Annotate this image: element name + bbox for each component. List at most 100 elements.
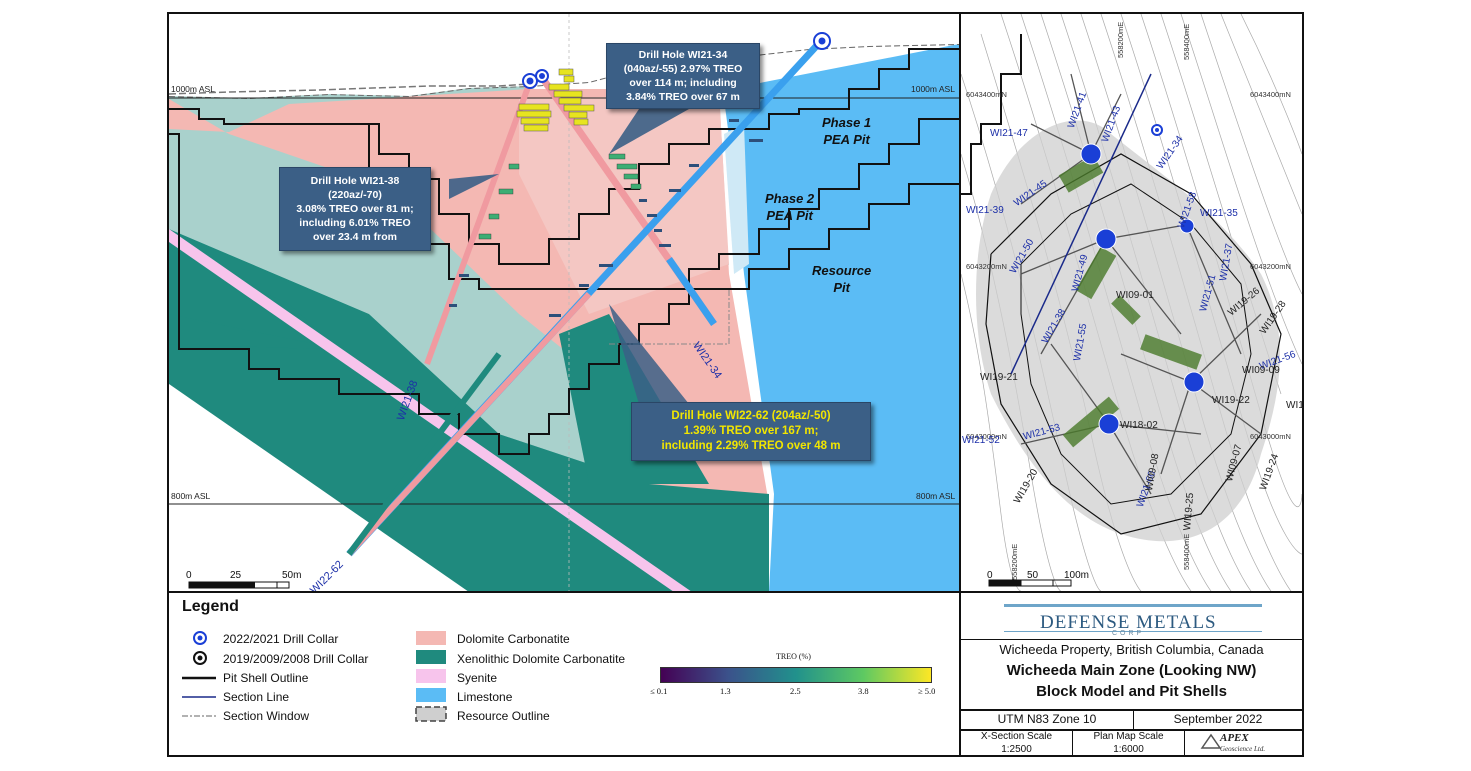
callout-pointer-wi21-38	[449, 174, 499, 199]
apex-logo-icon	[1200, 733, 1222, 749]
pit-shell-phase1	[169, 48, 959, 265]
colorbar-tick-3: 3.8	[858, 686, 869, 696]
grid-label-e1b: 558200mE	[1010, 543, 1019, 580]
plan-hole-wi09-01: WI09-01	[1116, 290, 1154, 301]
pit-shell-resource	[169, 133, 959, 455]
property-name: Wicheeda Property, British Columbia, Can…	[999, 642, 1264, 657]
plan-scale-50: 50	[1027, 570, 1039, 581]
grid-label-n1b: 6043400mN	[1250, 90, 1291, 99]
colorbar-tick-4: ≥ 5.0	[918, 686, 936, 696]
plan-hole-wi09-09: WI09-09	[1242, 365, 1280, 376]
plan-scale-bar	[988, 579, 1072, 587]
plan-hole-wi19-21: WI19-21	[980, 372, 1018, 383]
legend-swatches-right	[415, 631, 447, 722]
colorbar-tick-2: 2.5	[790, 686, 801, 696]
legend-symbols-left	[182, 631, 216, 717]
grid-label-n1: 6043400mN	[966, 90, 1007, 99]
drill-trace-wi21-38	[424, 77, 534, 366]
plan-hole-wi21-47: WI21-47	[990, 128, 1028, 139]
company-sub: CORP	[1112, 630, 1145, 637]
legend-title: Legend	[182, 598, 239, 615]
treo-bars-collar	[516, 68, 595, 132]
map-title-1: Wicheeda Main Zone (Looking NW)	[1006, 662, 1257, 679]
tb-vline-2	[1072, 729, 1073, 757]
asl-label-800-left: 800m ASL	[171, 491, 211, 501]
colorbar-tick-1: 1.3	[720, 686, 731, 696]
map-title-2: Block Model and Pit Shells	[1036, 683, 1227, 700]
plan-scale-value: 1:6000	[1113, 744, 1144, 755]
callout-pointer-wi21-34	[609, 109, 689, 154]
drill-trace-wi21-34-blue	[666, 257, 717, 326]
plan-hole-wi21-52: WI21-52	[962, 435, 1000, 446]
plan-scale-100m: 100m	[1064, 570, 1090, 581]
plan-scale-0: 0	[987, 570, 993, 581]
asl-label-1000-left: 1000m ASL	[171, 84, 215, 94]
legend-limestone: Limestone	[457, 690, 513, 704]
legend-syenite: Syenite	[457, 671, 498, 685]
asl-label-800-right: 800m ASL	[916, 491, 956, 501]
company-logo-bar-bottom	[1004, 631, 1262, 632]
section-scale-50m: 50m	[282, 570, 302, 581]
resource-footprint	[976, 120, 1280, 542]
section-scale-bar	[188, 581, 290, 589]
plan-pit-shell	[961, 34, 1022, 195]
tb-line-3	[961, 729, 1302, 731]
legend-pit-shell: Pit Shell Outline	[223, 671, 309, 685]
plan-collars	[1080, 143, 1205, 435]
tb-vline-1	[1133, 709, 1134, 729]
bottom-divider	[169, 591, 1302, 593]
plan-section-line	[1010, 73, 1152, 375]
grid-label-e2: 558400mE	[1182, 23, 1191, 60]
legend-section-window: Section Window	[223, 709, 310, 723]
grid-label-n3b: 6043000mN	[1250, 432, 1291, 441]
xsec-scale-value: 1:2500	[1001, 744, 1032, 755]
grid-label-n2: 6043200mN	[966, 262, 1007, 271]
above-topo-white	[169, 14, 959, 98]
tb-vline-3	[1184, 729, 1185, 757]
callout-pointer-wi22-62	[609, 304, 689, 404]
resource-outline	[169, 83, 530, 95]
section-scale-25: 25	[230, 570, 242, 581]
plan-hole-wi1: WI1	[1286, 400, 1304, 411]
grid-label-n2b: 6043200mN	[1250, 262, 1291, 271]
treo-bars-dark	[449, 119, 763, 317]
map-date: September 2022	[1173, 712, 1263, 726]
legend-drill-collar-2022: 2022/2021 Drill Collar	[223, 632, 339, 646]
colorbar-title: TREO (%)	[776, 652, 811, 661]
syenite-dike	[169, 229, 692, 592]
section-window-line	[609, 289, 730, 345]
plan-hole-wi21-39: WI21-39	[966, 205, 1004, 216]
panel-divider	[959, 14, 961, 757]
legend-dolomite: Dolomite Carbonatite	[457, 632, 570, 646]
consultant-name: APEX	[1220, 732, 1249, 744]
grid-label-n3: 6043000mN	[966, 432, 1007, 441]
plan-hole-wi19-22: WI19-22	[1212, 395, 1250, 406]
colorbar-tick-0: ≤ 0.1	[650, 686, 668, 696]
section-scale-0: 0	[186, 570, 192, 581]
grid-label-e1: 558200mE	[1116, 21, 1125, 58]
legend-xenolithic: Xenolithic Dolomite Carbonatite	[457, 652, 626, 666]
tb-line-2	[961, 709, 1302, 711]
callout-wi22-62: Drill Hole WI22-62 (204az/-50)1.39% TREO…	[631, 402, 871, 461]
limestone-light-zone	[724, 124, 749, 274]
treo-bars-mid	[478, 153, 642, 240]
legend-section-line: Section Line	[223, 690, 290, 704]
company-name: DEFENSE METALS	[1040, 612, 1217, 633]
cross-section-panel	[169, 14, 959, 592]
callout-wi21-38: Drill Hole WI21-38(220az/-70) 3.08% TREO…	[279, 167, 431, 251]
dolomite-carbonatite-zone-2	[519, 94, 729, 314]
tb-line-1	[961, 639, 1302, 640]
utm-zone: UTM N83 Zone 10	[997, 712, 1097, 726]
plan-scale-label: Plan Map Scale	[1093, 731, 1164, 742]
drill-trace-wi22-62-lower	[346, 291, 592, 557]
grid-label-e2b: 558400mE	[1182, 533, 1191, 570]
plan-map-panel	[961, 14, 1302, 591]
legend-drill-collar-2019: 2019/2009/2008 Drill Collar	[223, 652, 369, 666]
treo-colorbar	[660, 667, 932, 683]
plan-treo-bars	[1058, 155, 1202, 448]
plan-hole-wi18-02: WI18-02	[1120, 420, 1158, 431]
callout-wi21-34: Drill Hole WI21-34(040az/-55) 2.97% TREO…	[606, 43, 760, 109]
